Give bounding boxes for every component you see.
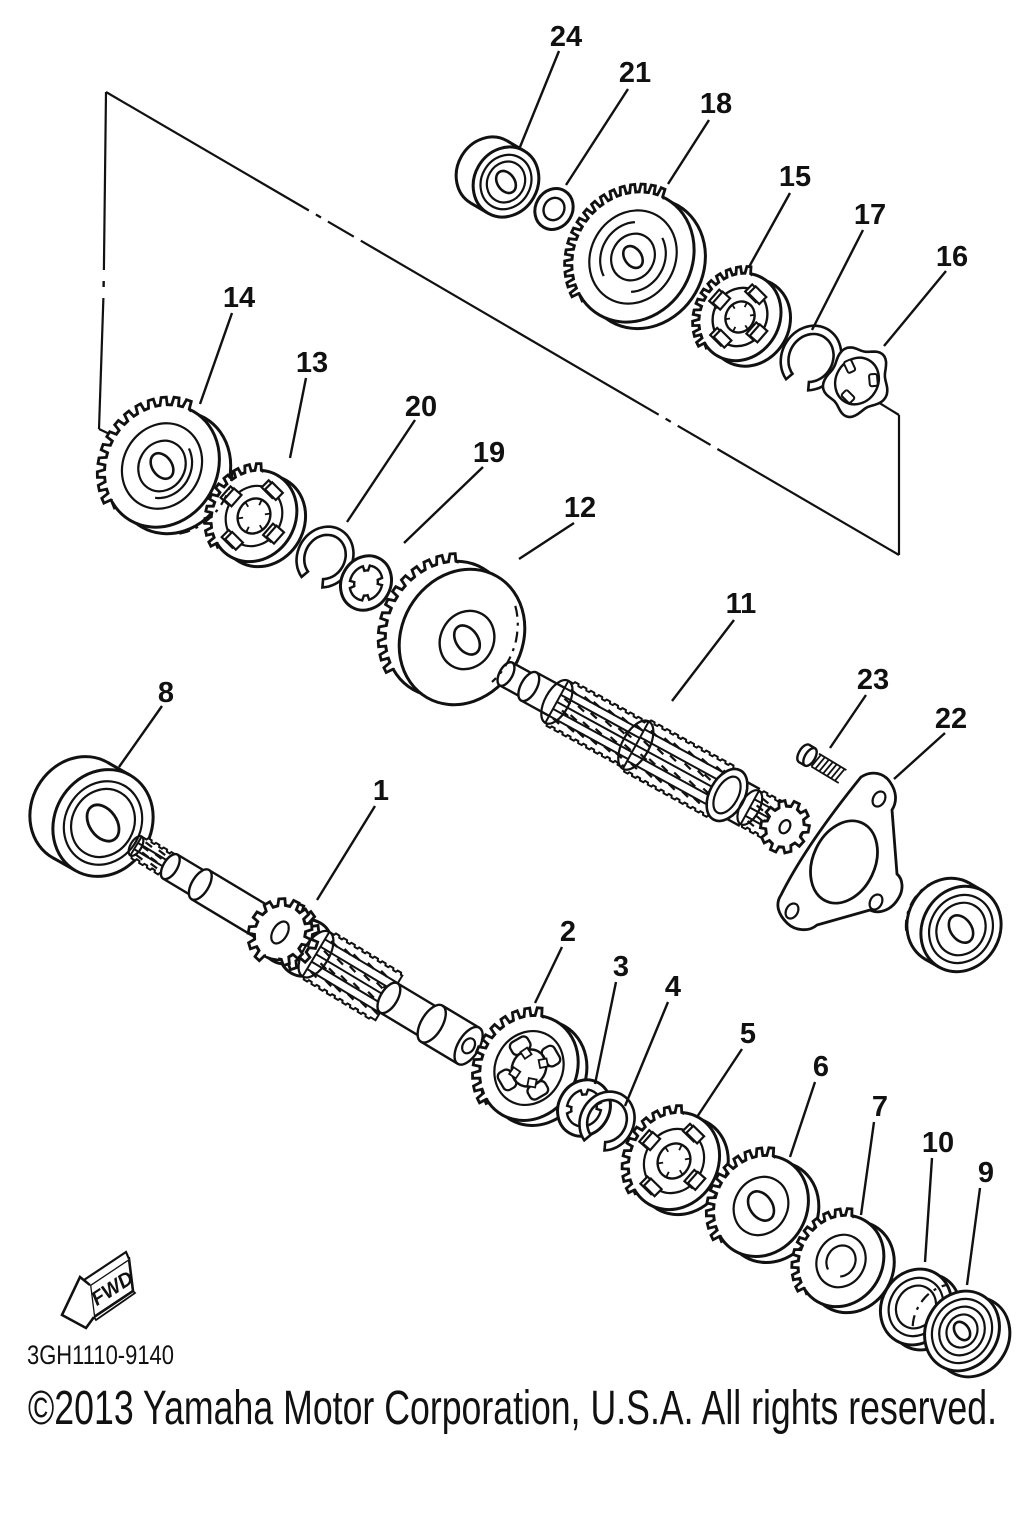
svg-text:23: 23 <box>857 664 889 696</box>
svg-text:9: 9 <box>978 1157 994 1189</box>
svg-text:1: 1 <box>373 775 389 807</box>
svg-text:2: 2 <box>560 916 576 948</box>
svg-text:19: 19 <box>473 437 505 469</box>
svg-text:6: 6 <box>813 1051 829 1083</box>
svg-text:11: 11 <box>726 588 757 620</box>
svg-text:5: 5 <box>740 1018 756 1050</box>
svg-text:14: 14 <box>223 282 255 314</box>
svg-text:12: 12 <box>564 492 596 524</box>
svg-text:3GH1110-9140: 3GH1110-9140 <box>27 1340 174 1370</box>
svg-text:17: 17 <box>854 199 886 231</box>
svg-text:©2013 Yamaha Motor Corporation: ©2013 Yamaha Motor Corporation, U.S.A. A… <box>28 1382 997 1435</box>
svg-text:20: 20 <box>405 391 437 423</box>
svg-text:18: 18 <box>700 88 732 120</box>
svg-text:3: 3 <box>613 951 629 983</box>
svg-text:15: 15 <box>779 161 811 193</box>
svg-text:8: 8 <box>158 677 174 709</box>
svg-text:4: 4 <box>665 971 681 1003</box>
svg-text:10: 10 <box>922 1127 954 1159</box>
svg-text:7: 7 <box>872 1091 888 1123</box>
svg-text:24: 24 <box>550 21 582 53</box>
svg-text:22: 22 <box>935 703 967 735</box>
svg-text:13: 13 <box>296 347 328 379</box>
svg-text:21: 21 <box>619 57 651 89</box>
svg-text:16: 16 <box>936 241 968 273</box>
